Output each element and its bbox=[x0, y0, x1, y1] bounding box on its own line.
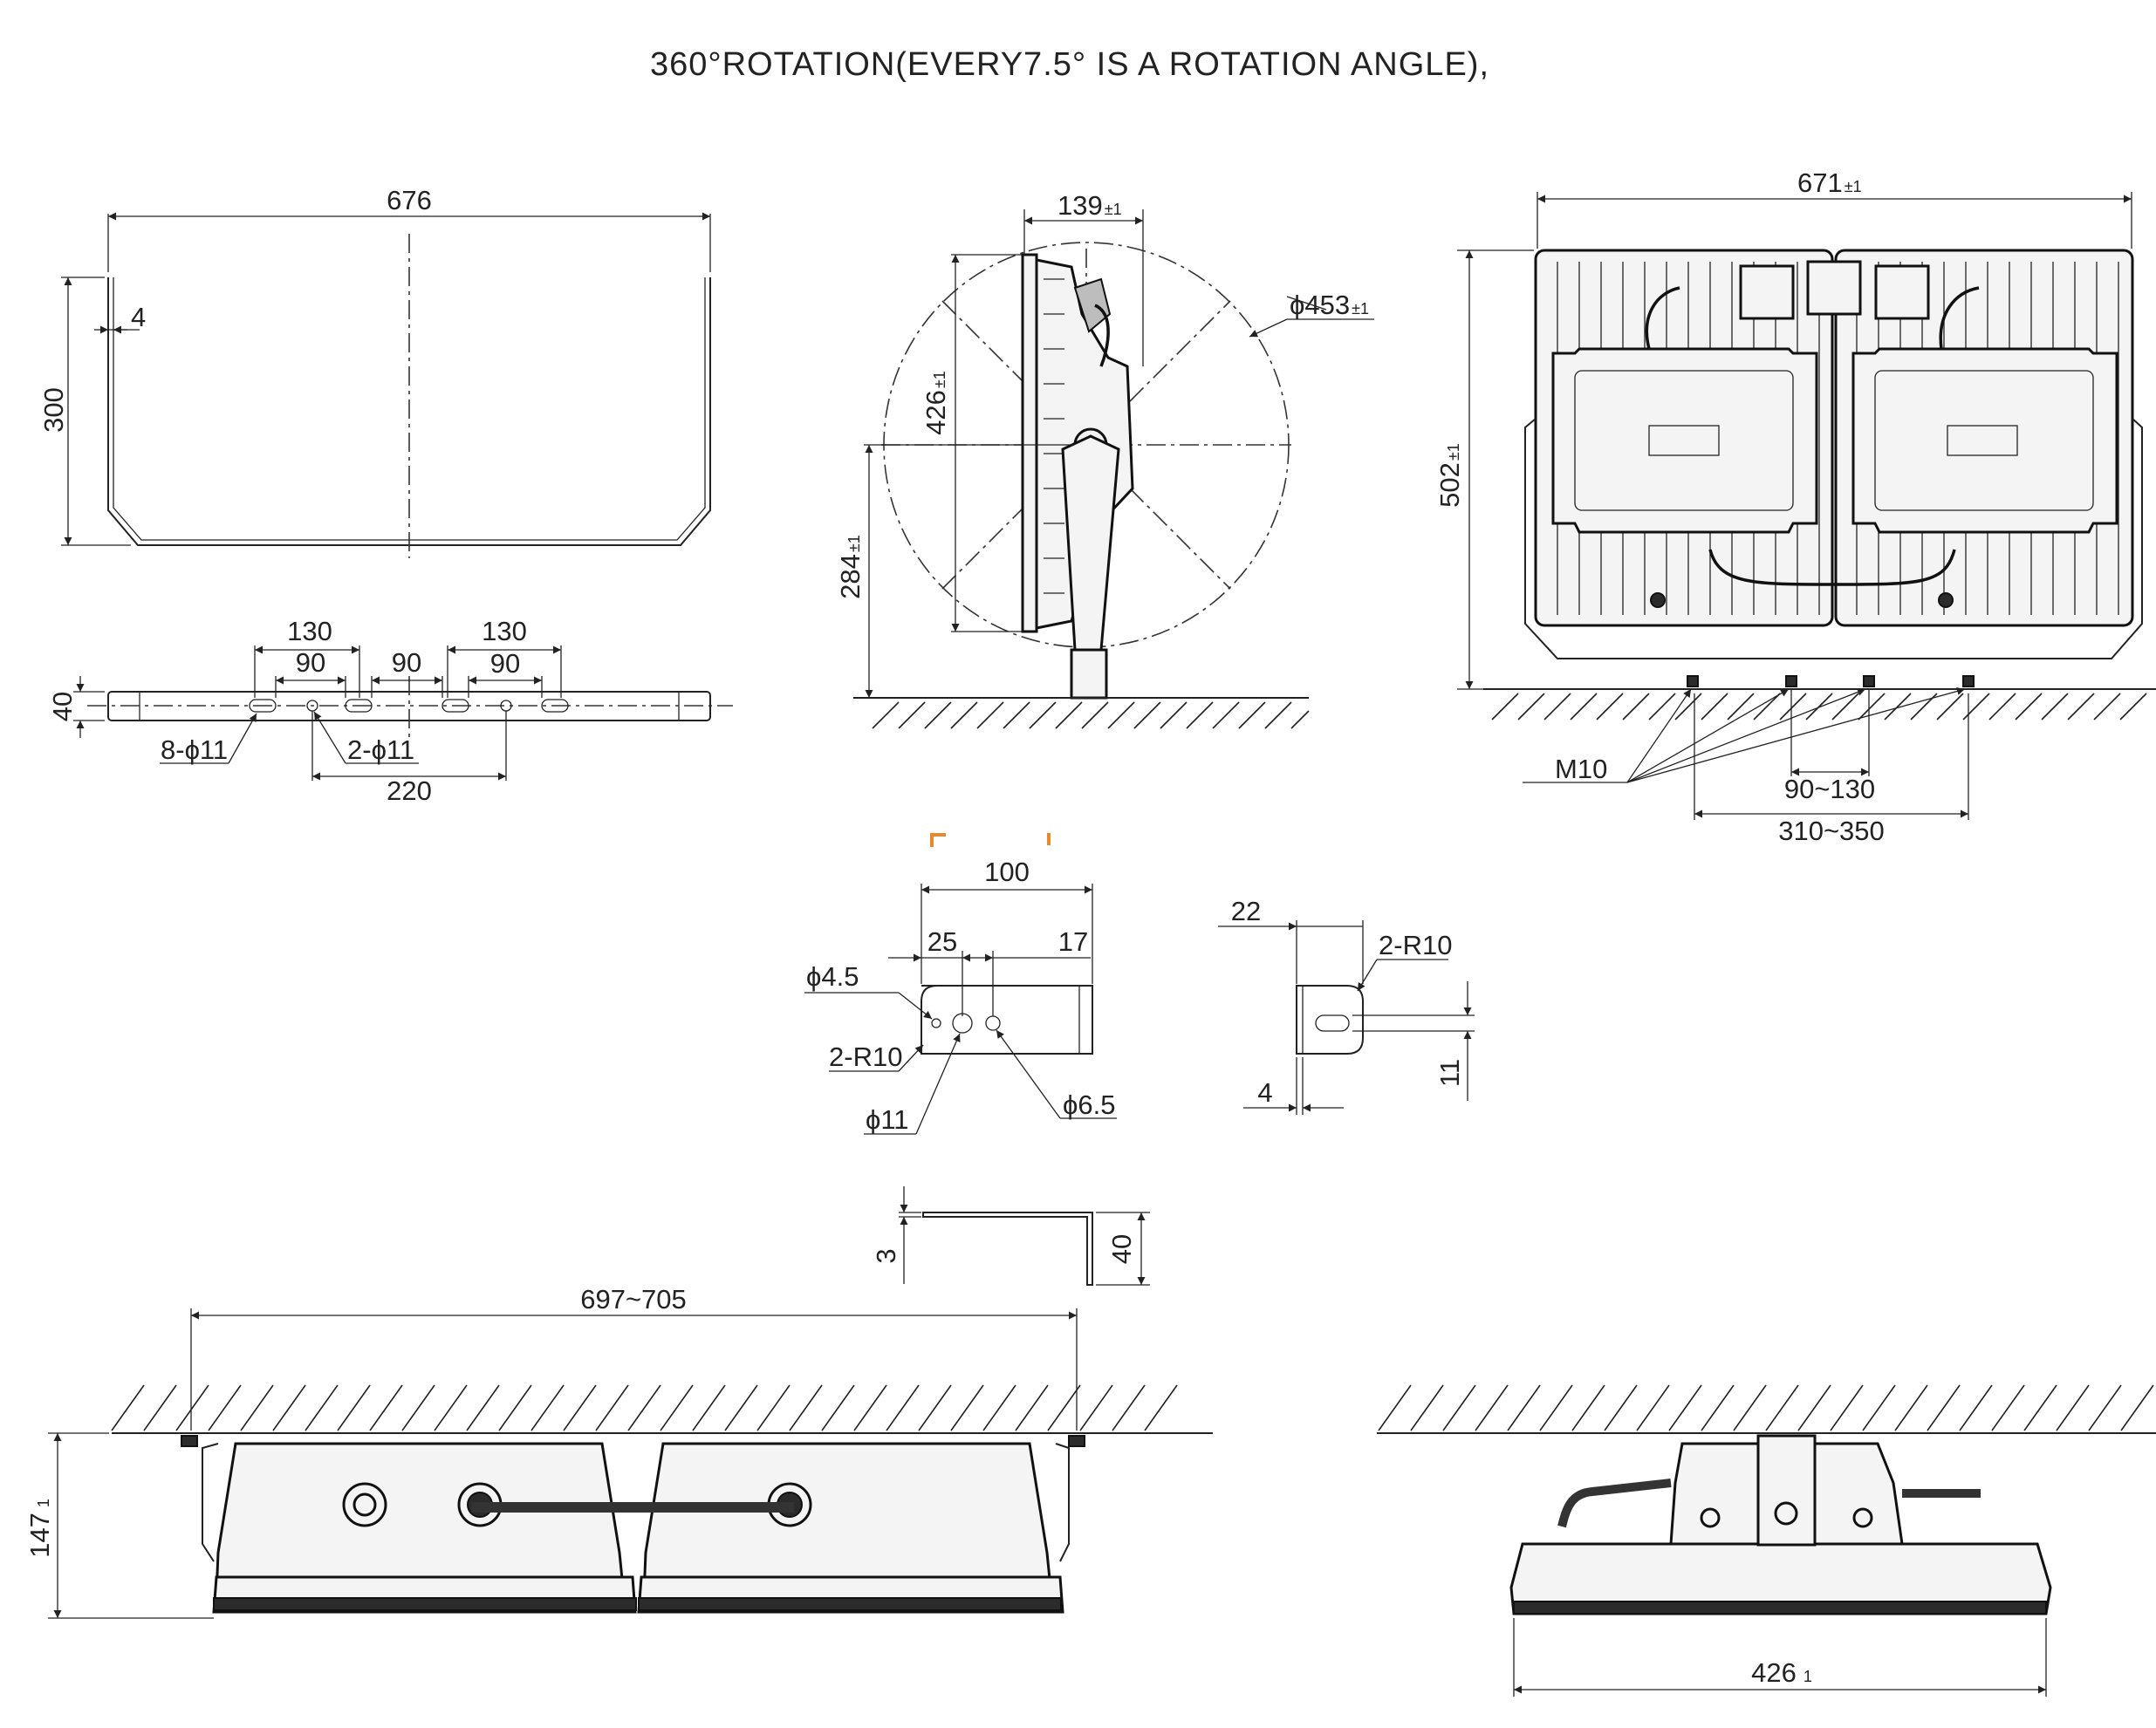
plate-hole-c-label: ϕ6.5 bbox=[1063, 1089, 1115, 1120]
bolt-label: M10 bbox=[1555, 754, 1607, 784]
plate-side-slot-label: 11 bbox=[1434, 1059, 1465, 1087]
front-width-label: 671±1 bbox=[1797, 167, 1862, 198]
profile-thickness-label: 3 bbox=[871, 1248, 901, 1263]
plate-side-view: 22 2-R10 4 11 bbox=[1218, 896, 1475, 1115]
pitch-right-label: 130 bbox=[482, 616, 527, 646]
plate-view: 100 25 17 ϕ4.5 2-R10 ϕ11 ϕ6.5 bbox=[804, 857, 1117, 1135]
drawing-title: 360°ROTATION(EVERY7.5° IS A ROTATION ANG… bbox=[650, 46, 1489, 83]
diameter-label: ϕ453±1 bbox=[1290, 290, 1369, 320]
plate-side-thickness-label: 4 bbox=[1257, 1077, 1272, 1108]
plate-side-width-label: 22 bbox=[1231, 896, 1261, 926]
orange-mark-3 bbox=[1047, 833, 1051, 845]
slot-right-label: 90 bbox=[490, 648, 520, 679]
plate-hole-b-label: ϕ11 bbox=[866, 1104, 909, 1135]
ceiling-side-view: 697~705 1471 bbox=[24, 1284, 1213, 1619]
span-label: 220 bbox=[387, 775, 432, 806]
pivot-height-label: 284±1 bbox=[835, 535, 866, 599]
bracket-hole-view: 40 130 130 90 90 90 8-ϕ11 2-ϕ11 2 bbox=[47, 616, 733, 806]
range-small-label: 90~130 bbox=[1784, 774, 1875, 804]
ceiling-span-label: 697~705 bbox=[580, 1284, 687, 1315]
range-large-label: 310~350 bbox=[1778, 816, 1885, 846]
plate-length-label: 100 bbox=[984, 857, 1030, 887]
orange-mark bbox=[930, 833, 946, 837]
plate-hole-a-label: ϕ4.5 bbox=[806, 961, 859, 992]
pitch-left-label: 130 bbox=[287, 616, 332, 646]
orange-mark-2 bbox=[930, 833, 934, 847]
bracket-width-label: 676 bbox=[387, 185, 432, 215]
bracket-front-view: 676 300 4 bbox=[38, 185, 711, 558]
depth-label: 139±1 bbox=[1057, 190, 1122, 221]
profile-height-label: 40 bbox=[1106, 1234, 1137, 1264]
bar-height-label: 40 bbox=[47, 692, 78, 721]
plate-offset-b-label: 17 bbox=[1058, 926, 1088, 957]
plate-profile-view: 3 40 bbox=[871, 1186, 1150, 1286]
holes-2-label: 2-ϕ11 bbox=[347, 734, 414, 765]
slot-mid-label: 90 bbox=[392, 647, 421, 678]
bracket-height-label: 300 bbox=[38, 387, 69, 433]
holes-8-label: 8-ϕ11 bbox=[161, 734, 228, 765]
bracket-thickness-label: 4 bbox=[131, 302, 146, 332]
plate-radius-label: 2-R10 bbox=[829, 1042, 902, 1072]
slot-left-label: 90 bbox=[296, 647, 325, 678]
side-view: 139±1 ϕ453±1 426±1 284±1 bbox=[835, 190, 1374, 729]
height-label: 426±1 bbox=[921, 371, 951, 435]
front-height-label: 502±1 bbox=[1434, 443, 1465, 508]
front-view: 671±1 502±1 M10 90~130 310~350 bbox=[1434, 167, 2156, 846]
ceiling-height-label: 1471 bbox=[24, 1499, 55, 1558]
plate-side-radius-label: 2-R10 bbox=[1379, 930, 1452, 960]
plate-offset-a-label: 25 bbox=[927, 926, 957, 957]
